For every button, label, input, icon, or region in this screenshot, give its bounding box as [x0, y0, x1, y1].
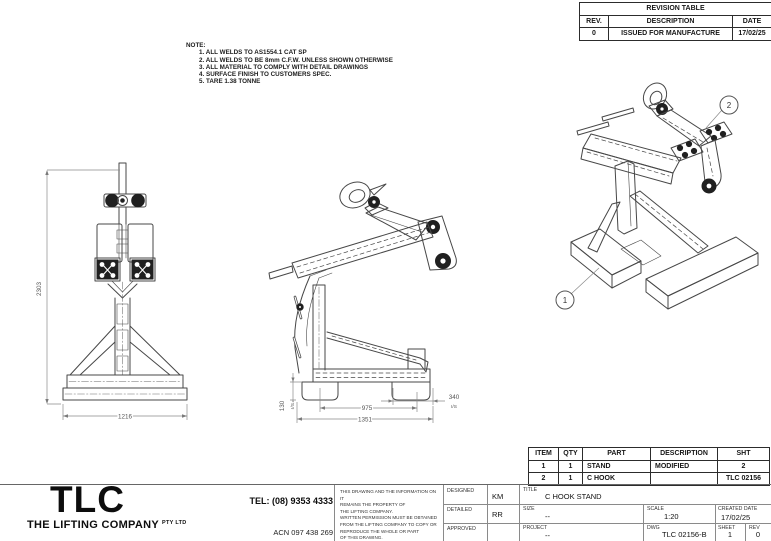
side-dim-foot-width: 340 I/S [381, 388, 461, 411]
divider [745, 523, 746, 541]
side-dim-overall: 1351 [296, 402, 434, 425]
rev-value: 0 [755, 530, 761, 539]
detailed-label: DETAILED [447, 507, 472, 513]
designed-value: KM [492, 492, 504, 501]
company-entity: PTY LTD [162, 520, 187, 526]
note-item: 3. ALL MATERIAL TO COMPLY WITH DETAIL DR… [199, 63, 369, 71]
sheet-value: 1 [727, 530, 733, 539]
balloon-2: 2 [705, 95, 739, 129]
created-date-value: 17/02/25 [721, 513, 751, 522]
revision-date: 17/02/25 [731, 27, 771, 41]
revision-col-description: DESCRIPTION [608, 14, 733, 28]
item-row: 2 1 C HOOK TLC 02156 [528, 472, 770, 486]
scale-label: SCALE [647, 506, 665, 512]
divider [487, 485, 488, 541]
divider [443, 485, 444, 541]
detailed-value: RR [492, 510, 503, 519]
dim-130-suffix: I/S [290, 403, 296, 409]
item-1-description: MODIFIED [650, 459, 718, 473]
item-table: ITEM QTY PART DESCRIPTION SHT 1 1 STAND … [528, 447, 770, 486]
dim-2303: 2303 [36, 282, 43, 297]
item-col-item: ITEM [528, 447, 559, 461]
item-1-item: 1 [528, 459, 559, 473]
item-col-part: PART [582, 447, 651, 461]
rev-label: REV [749, 525, 760, 531]
approved-label: APPROVED [447, 526, 476, 532]
title-value: C HOOK STAND [545, 492, 602, 501]
size-label: SIZE [523, 506, 535, 512]
divider [443, 504, 771, 505]
balloon-1: 1 [555, 267, 600, 310]
divider [519, 485, 520, 541]
item-col-sht: SHT [717, 447, 770, 461]
item-1-sht: 2 [717, 459, 770, 473]
side-view-geometry [268, 181, 457, 401]
note-item: 4. SURFACE FINISH TO CUSTOMERS SPEC. [199, 71, 332, 79]
note-item: 5. TARE 1.38 TONNE [199, 78, 261, 86]
company-name-text: THE LIFTING COMPANY [27, 519, 159, 531]
notes-block: NOTE: 1. ALL WELDS TO AS1554.1 CAT SP 2.… [186, 42, 393, 86]
project-label: PROJECT [523, 525, 548, 531]
item-1-part: STAND [582, 459, 651, 473]
item-row: 1 1 STAND MODIFIED 2 [528, 459, 770, 473]
revision-row: 0 ISSUED FOR MANUFACTURE 17/02/25 [579, 27, 771, 41]
dwg-label: DWG [647, 525, 660, 531]
company-acn: ACN 097 438 269 [273, 528, 333, 537]
scale-value: 1:20 [664, 512, 679, 521]
divider [334, 485, 335, 541]
designed-label: DESIGNED [447, 488, 475, 494]
side-dim-inner-span: 975 [319, 388, 418, 413]
item-col-qty: QTY [558, 447, 583, 461]
isometric-view-drawing: 1 2 [555, 82, 759, 310]
divider [643, 504, 644, 541]
item-col-description: DESCRIPTION [650, 447, 718, 461]
revision-description: ISSUED FOR MANUFACTURE [608, 27, 733, 41]
dwg-value: TLC 02156-B [662, 530, 707, 539]
balloon-2-number: 2 [727, 101, 732, 110]
front-dim-height: 2303 [35, 169, 120, 405]
note-item: 2. ALL WELDS TO BE 8mm C.F.W. UNLESS SHO… [199, 56, 393, 64]
dim-1216: 1216 [118, 414, 133, 421]
divider [715, 504, 716, 541]
dim-340: 340 [449, 394, 460, 401]
project-value: -- [545, 531, 550, 540]
company-logo: TLC [50, 479, 125, 520]
company-phone: TEL: (08) 9353 4333 [249, 496, 333, 506]
front-dim-width: 1216 [62, 404, 188, 422]
title-label: TITLE [523, 487, 538, 493]
note-item: 1. ALL WELDS TO AS1554.1 CAT SP [199, 49, 307, 57]
revision-table: REVISION TABLE REV. DESCRIPTION DATE 0 I… [578, 2, 771, 41]
iso-view-geometry [570, 82, 759, 310]
revision-rev: 0 [579, 27, 609, 41]
revision-table-title: REVISION TABLE [578, 2, 771, 16]
divider [443, 523, 771, 524]
side-dim-foot-height: 130 I/S [278, 373, 302, 412]
dim-130: 130 [279, 400, 286, 411]
revision-col-date: DATE [731, 14, 771, 28]
dim-1351: 1351 [358, 417, 373, 424]
created-date-label: CREATED DATE [718, 506, 758, 512]
revision-col-rev: REV. [579, 14, 609, 28]
dim-975: 975 [362, 405, 373, 412]
notes-label: NOTE: [186, 42, 206, 49]
dim-340-suffix: I/S [451, 404, 457, 410]
disclaimer-text: THIS DRAWING AND THE INFORMATION ON IT R… [340, 489, 438, 541]
side-view-drawing: 130 I/S 975 1351 340 I/S [268, 181, 461, 425]
sheet-label: SHEET [718, 525, 736, 531]
item-1-qty: 1 [558, 459, 583, 473]
front-view-drawing: 2303 1216 [35, 162, 188, 422]
balloon-1-number: 1 [563, 296, 568, 305]
front-view-geometry [62, 162, 188, 401]
size-value: -- [545, 512, 550, 521]
